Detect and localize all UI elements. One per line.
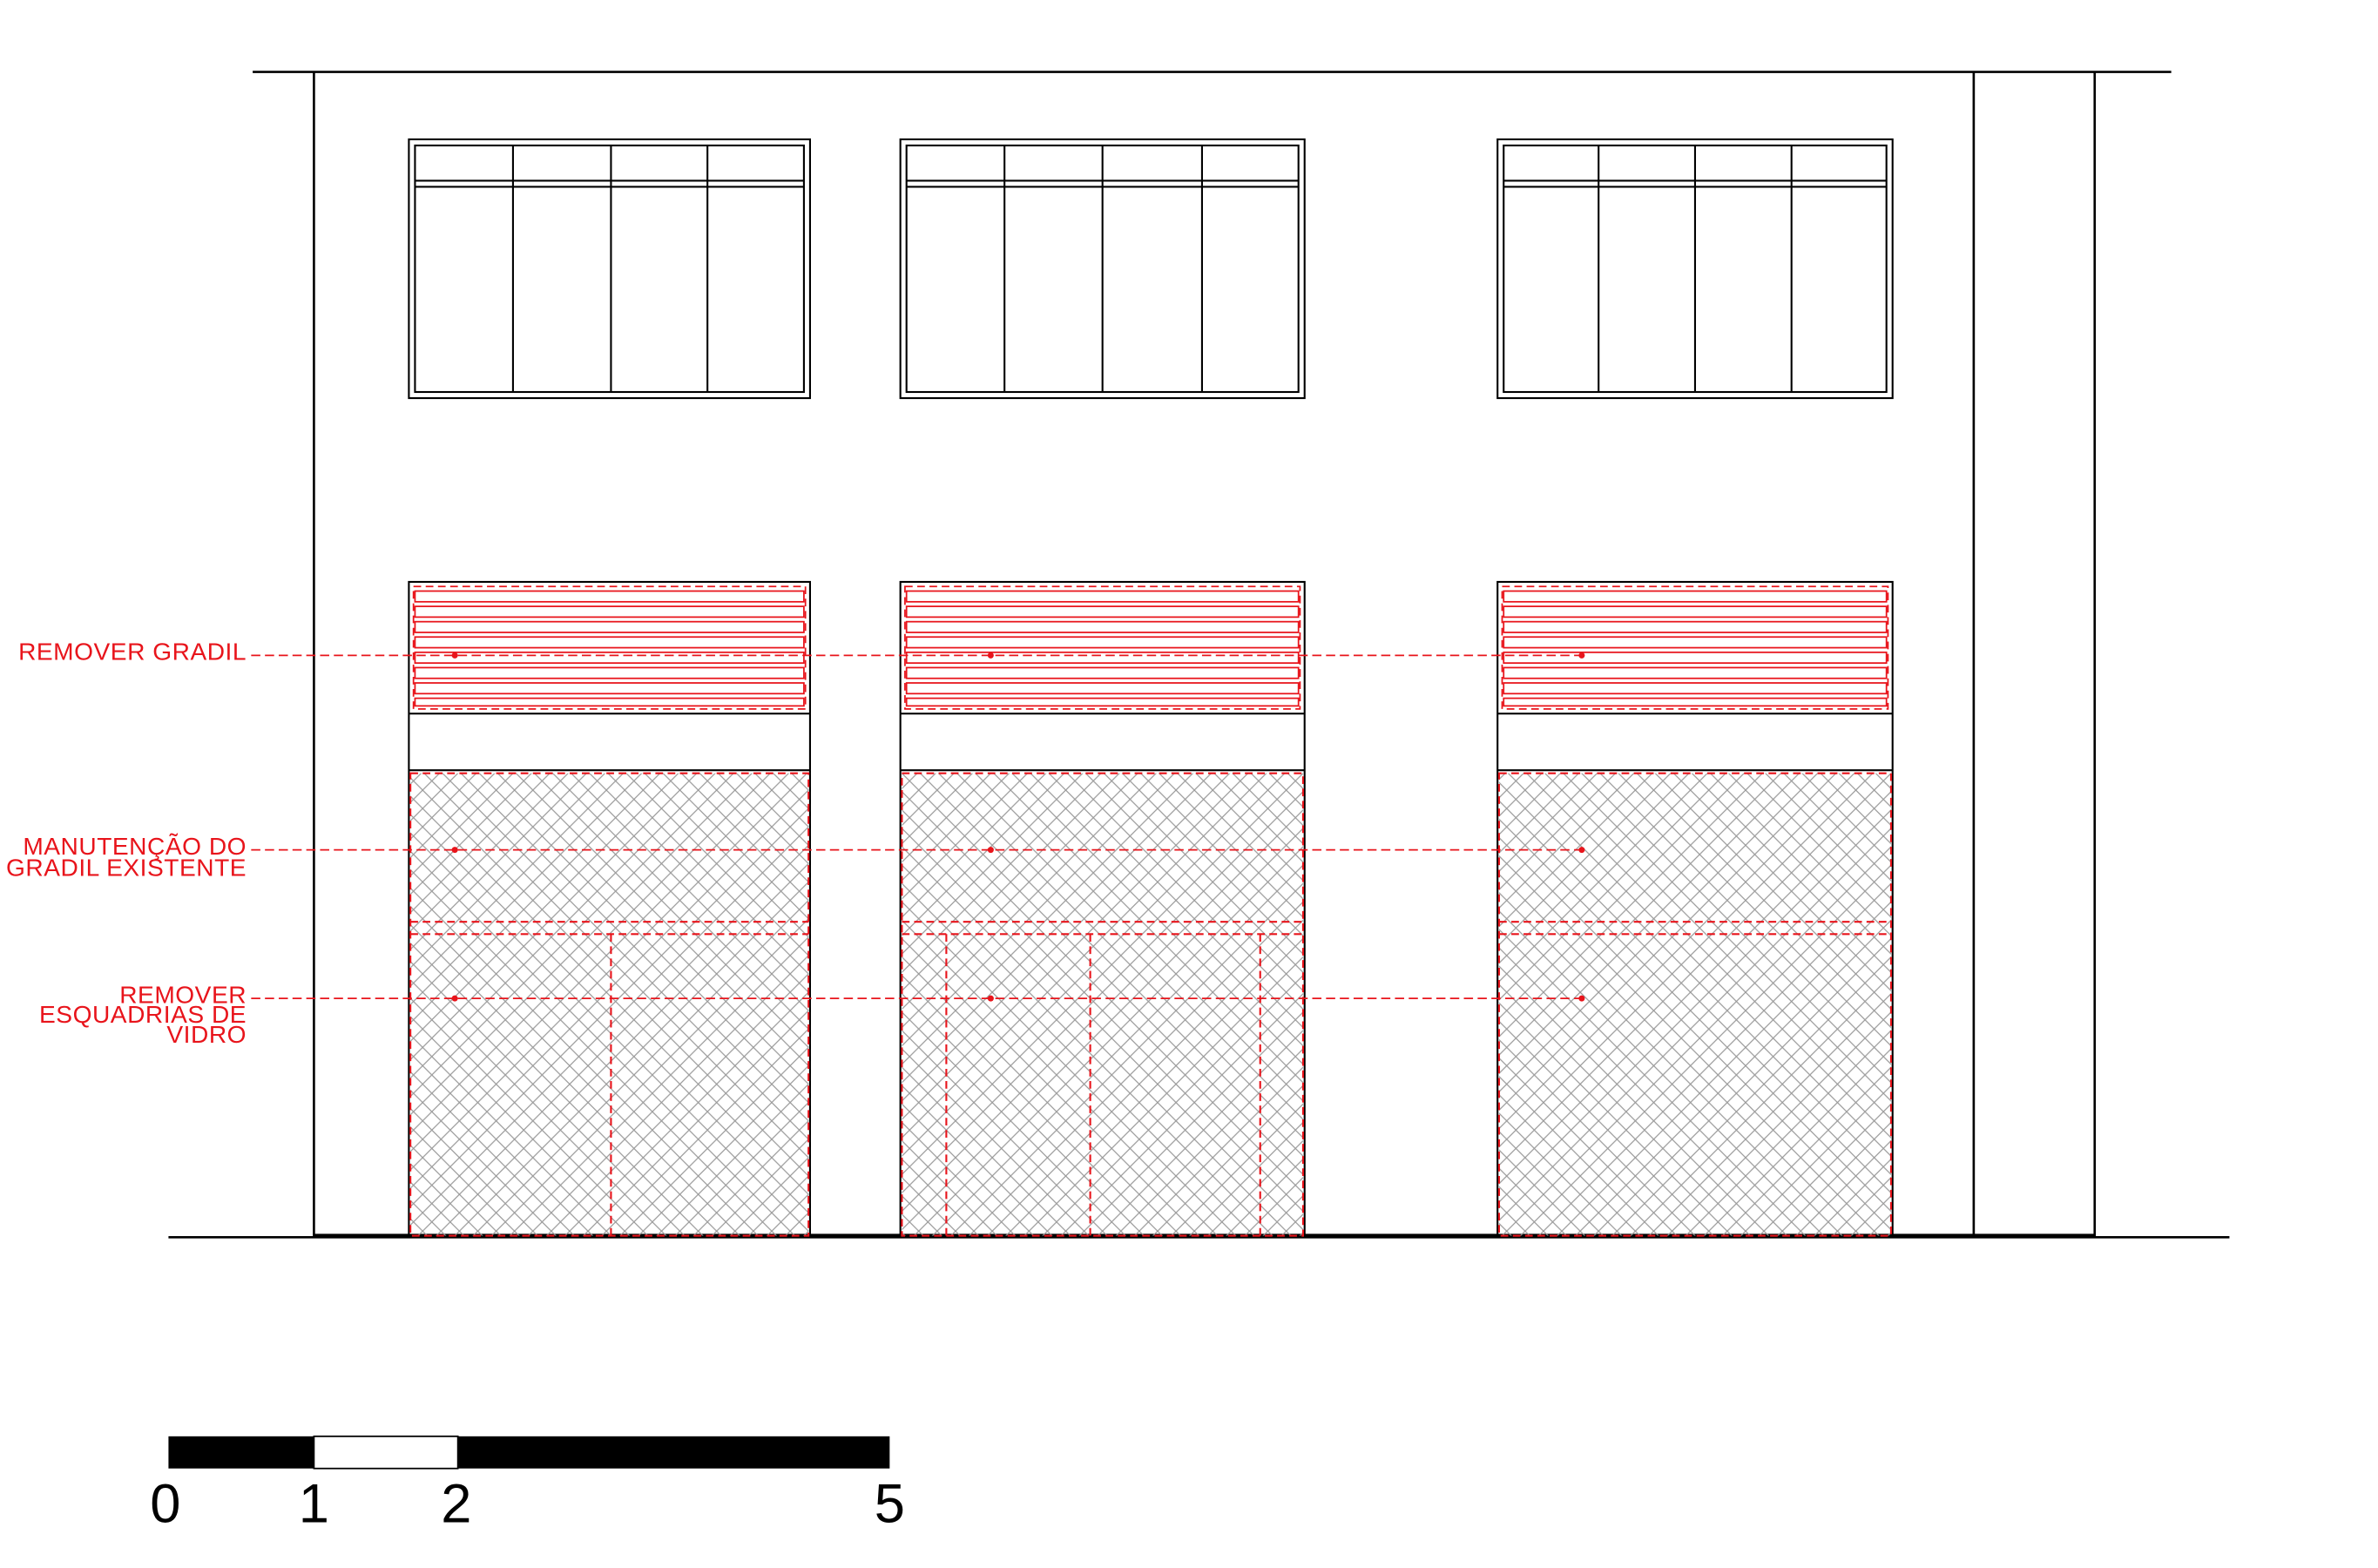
scale-label-1: 1 [299,1473,329,1534]
label-remove-glass-3: VIDRO [166,1021,247,1048]
upper-window [899,138,1306,400]
opening-bay-3 [1496,580,1894,1239]
railing-bars [1503,590,1888,707]
annotation-labels: REMOVER GRADIL MANUTENÇÃO DO GRADIL EXIS… [6,639,247,1048]
glass-frames-to-remove [1497,772,1893,1237]
annotation-leaders [251,654,1582,999]
railing-to-remove [1501,585,1889,710]
label-remove-railing: REMOVER GRADIL [18,639,247,666]
leader-dots [451,652,1585,1002]
label-remove-glass-1: REMOVER [119,981,247,1008]
upper-window [408,138,811,400]
railing-to-remove [904,585,1301,710]
scale-label-0: 0 [150,1473,180,1534]
opening-bay-2 [899,580,1306,1239]
label-keep-railing-1: MANUTENÇÃO DO [23,833,247,860]
scale-label-5: 5 [875,1473,905,1534]
upper-windows [408,138,1894,400]
scale-segment-1-2 [313,1435,459,1470]
scale-bar: 0 1 2 5 [150,1435,905,1534]
opening-bay-1 [408,580,811,1239]
label-remove-glass-2: ESQUADRIAS DE [39,1001,247,1028]
scale-label-2: 2 [441,1473,471,1534]
glass-frames-to-remove [409,772,810,1237]
upper-window [1496,138,1894,400]
scale-segment-0-1 [168,1436,314,1469]
glass-frames-to-remove [901,772,1305,1237]
railing-bars [414,590,805,707]
railing-bars [905,590,1300,707]
ground-floor-openings [408,580,1894,1239]
existing-railing-hatch [410,773,809,1236]
scale-segment-2-5 [457,1436,890,1469]
railing-to-remove [412,585,807,710]
existing-railing-hatch [902,773,1303,1236]
label-keep-railing-2: GRADIL EXISTENTE [6,854,247,881]
existing-railing-hatch [1498,773,1891,1236]
